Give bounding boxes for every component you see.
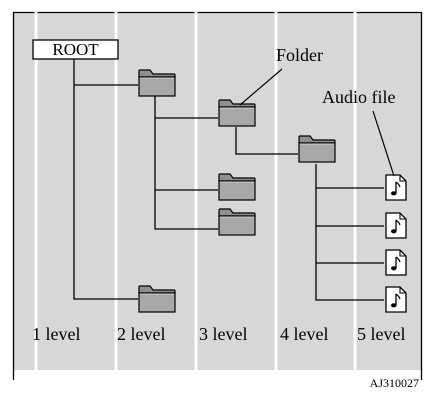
figure-code: AJ310027 [370, 376, 419, 390]
tree-connectors [73, 59, 384, 301]
folder-icon [218, 208, 256, 236]
folder-icon [138, 69, 176, 97]
music-note-file-icon [385, 212, 407, 239]
music-note-file-icon [385, 286, 407, 313]
level-label: 1 level [32, 324, 80, 344]
music-note-file-icon [385, 249, 407, 276]
folder-icon [218, 99, 256, 127]
level-label: 5 level [357, 324, 405, 344]
root-node: ROOT [32, 39, 119, 60]
audio-file-callout-label: Audio file [322, 87, 396, 107]
level-label: 2 level [117, 324, 165, 344]
folder-callout-leader [239, 68, 283, 106]
root-label: ROOT [52, 40, 99, 59]
music-note-file-icon [385, 174, 407, 201]
level-label: 4 level [280, 324, 328, 344]
level-label: 3 level [199, 324, 247, 344]
folder-icon [298, 135, 336, 163]
audio-file-callout-leader [372, 110, 395, 177]
folder-callout-label: Folder [276, 45, 323, 65]
folder-icon [138, 285, 176, 313]
folder-icon [218, 173, 256, 201]
